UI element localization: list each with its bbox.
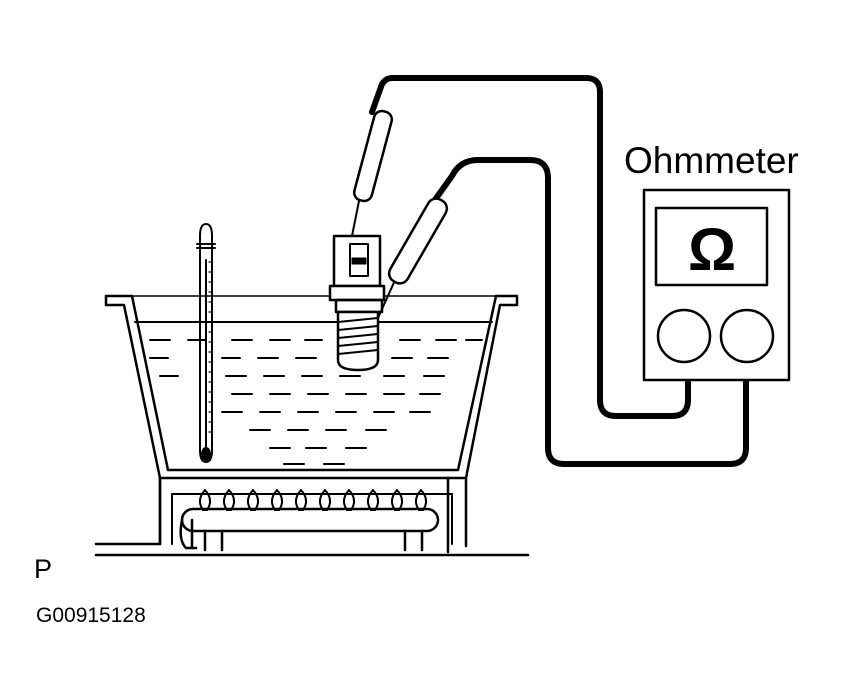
ohmmeter-label: Ohmmeter bbox=[624, 140, 799, 181]
meter-terminal-left bbox=[656, 308, 712, 364]
ohm-symbol: Ω bbox=[688, 216, 736, 283]
water-pot bbox=[104, 294, 519, 480]
corner-letter: P bbox=[34, 554, 53, 584]
water bbox=[134, 321, 493, 465]
probe-lead-lower bbox=[377, 157, 749, 467]
burner-flames bbox=[199, 489, 427, 511]
probe-lead-upper bbox=[351, 75, 691, 419]
temperature-sensor-icon bbox=[328, 234, 386, 372]
meter-terminal-right bbox=[719, 308, 775, 364]
meter-display bbox=[654, 206, 769, 287]
figure-code: G00915128 bbox=[36, 604, 146, 627]
ohmmeter-device bbox=[642, 188, 791, 382]
thermometer-icon bbox=[196, 223, 216, 463]
stove-base bbox=[94, 476, 530, 557]
